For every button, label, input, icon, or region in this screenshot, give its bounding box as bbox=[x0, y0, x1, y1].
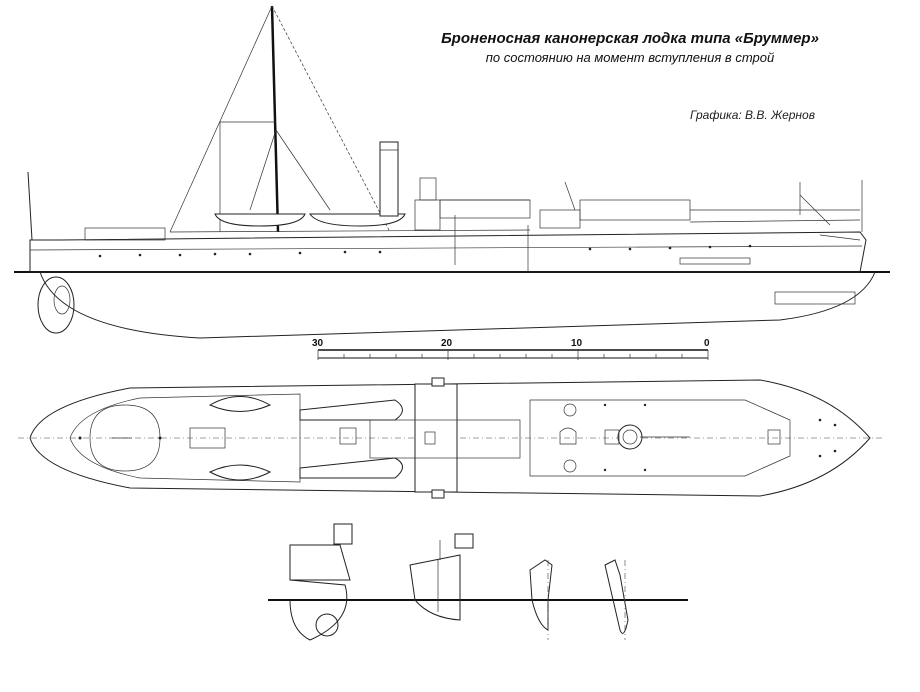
section-forward bbox=[529, 559, 553, 640]
graphics-credit: Графика: В.В. Жернов bbox=[690, 108, 815, 122]
portholes bbox=[98, 244, 752, 258]
scale-label-30: 30 bbox=[312, 338, 324, 349]
drawing-subtitle: по состоянию на момент вступления в стро… bbox=[485, 50, 775, 65]
section-midship bbox=[409, 533, 474, 621]
section-bow bbox=[604, 559, 629, 640]
scale-label-20: 20 bbox=[441, 338, 453, 349]
scale-label-10: 10 bbox=[571, 338, 583, 349]
section-stern bbox=[289, 523, 353, 641]
drawing-title: Броненосная канонерская лодка типа «Брум… bbox=[441, 30, 819, 47]
deck-fittings bbox=[78, 403, 837, 472]
scale-label-0: 0 bbox=[704, 338, 710, 349]
